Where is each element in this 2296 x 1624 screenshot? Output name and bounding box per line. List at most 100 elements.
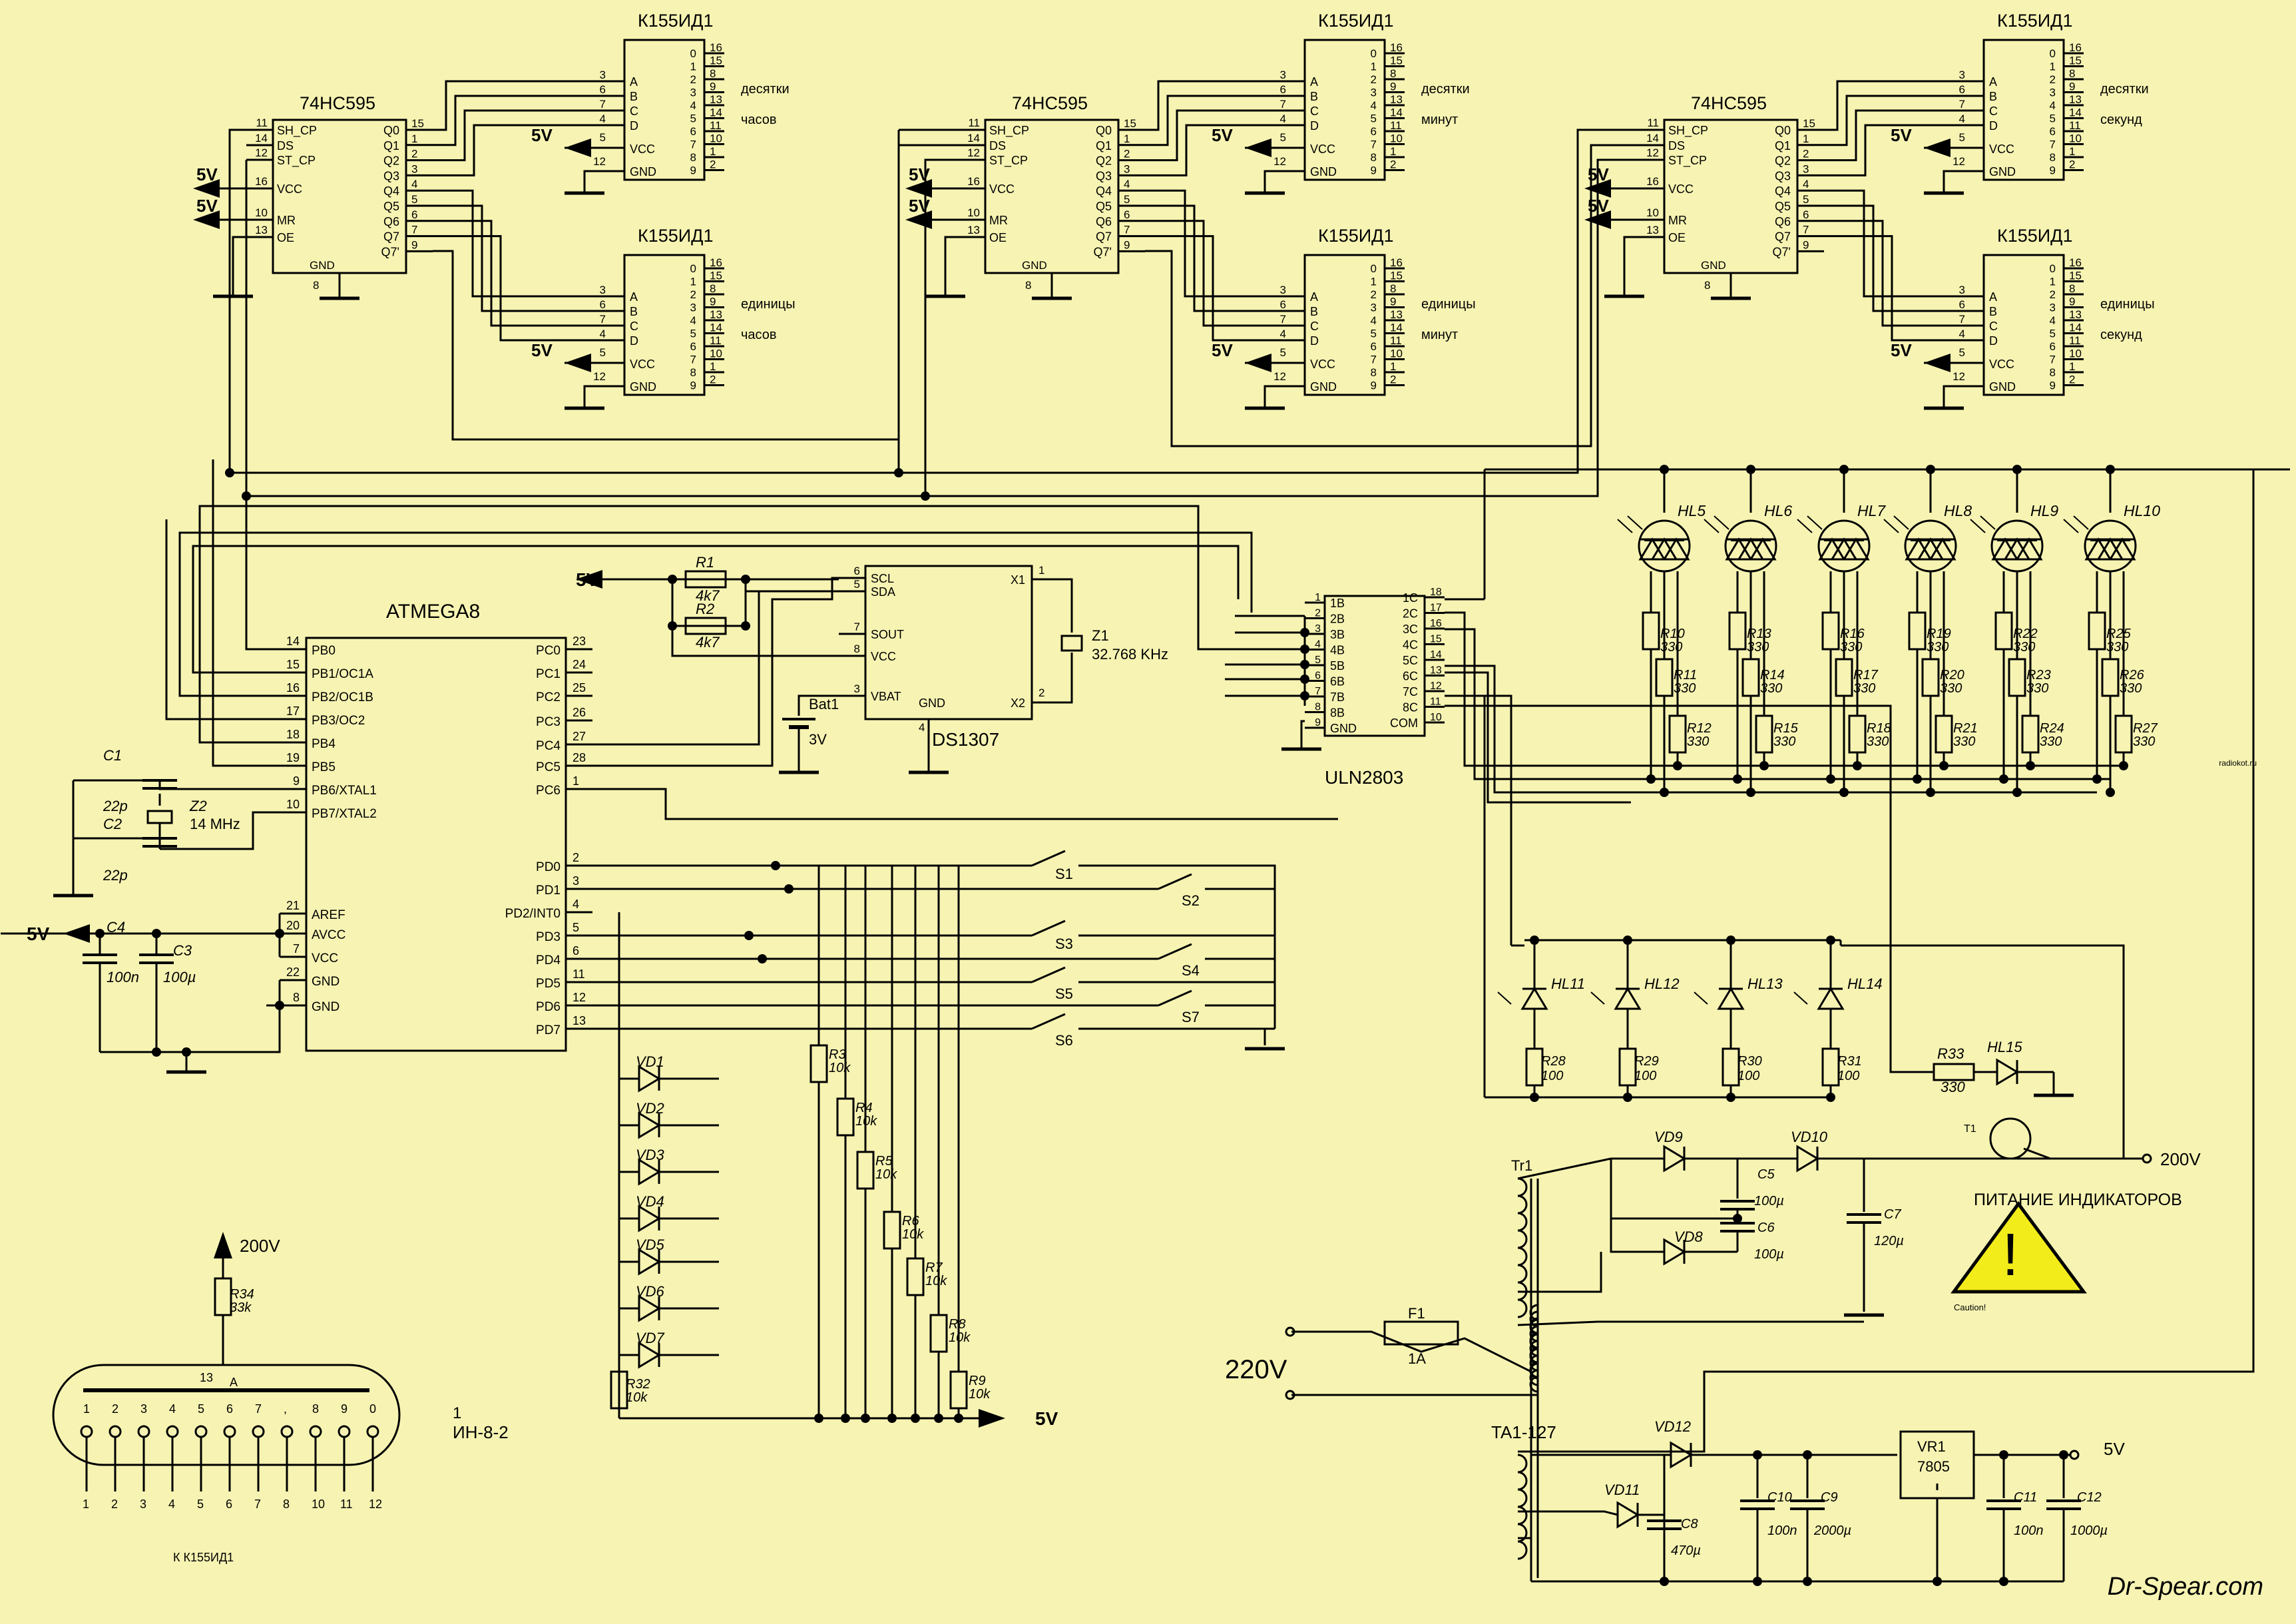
pin-name: VCC: [277, 182, 302, 196]
resistor-ref: R10: [1660, 627, 1685, 641]
pin-number: 2: [111, 1497, 118, 1511]
z1-label: Z1: [1092, 627, 1109, 644]
junction-dot: [1300, 691, 1309, 700]
pin-name: C: [1989, 320, 1998, 333]
rtc-title: DS1307: [932, 729, 999, 750]
pin-name: SCL: [871, 572, 894, 585]
decoder-group-label: десятки: [741, 82, 790, 97]
pin-name: Q5: [1096, 200, 1112, 213]
pin-number: 6: [1959, 83, 1965, 96]
resistor-ref: R23: [2026, 668, 2051, 682]
pin-number: 3: [140, 1497, 146, 1511]
resistor: [1668, 714, 1687, 754]
pin-name: 7C: [1403, 685, 1418, 698]
pin-number: 16: [1390, 256, 1403, 269]
pin-name: GND: [630, 380, 656, 394]
cathode-digit: 1: [83, 1402, 90, 1416]
tube-cathode: [309, 1425, 322, 1438]
resistor: [1642, 611, 1660, 651]
pin-number: 2: [710, 158, 716, 171]
stcp-bus: [245, 158, 1638, 497]
decoder-gnd-wire: [1943, 385, 1984, 408]
pin-name: DS: [277, 139, 294, 152]
decoder-group-label: десятки: [1421, 82, 1470, 97]
pin-name: 9: [2050, 380, 2056, 392]
pin-number: 16: [1390, 41, 1403, 54]
pin-name: A: [630, 75, 638, 89]
tube-cathode: [280, 1425, 294, 1438]
pin-name: 8: [690, 151, 696, 164]
switch-label: S2: [1182, 892, 1200, 909]
junction-dot: [1300, 660, 1309, 669]
pin-name: MR: [989, 214, 1008, 227]
pin-number: 13: [255, 224, 268, 236]
pin-name: VCC: [1989, 358, 2014, 371]
pin-name: A: [1310, 75, 1318, 89]
bus-wire: [1145, 189, 1291, 298]
pin-number: 23: [573, 635, 586, 648]
pin-number: 10: [255, 206, 268, 219]
serial-chain-wire: [433, 144, 959, 441]
pin-number: 9: [1390, 296, 1396, 308]
oe-gnd-wire: [944, 236, 959, 296]
junction-dot: [1826, 936, 1835, 945]
resistor: [1655, 658, 1674, 697]
light-ray: [1807, 515, 1823, 530]
junction-dot: [1660, 1577, 1669, 1586]
pin-name: GND: [1701, 259, 1726, 272]
transformer-coil: [1517, 1488, 1528, 1508]
resistor-ref: R27: [2133, 721, 2158, 736]
rtc-ic: [864, 565, 1033, 720]
pin-name: 9: [690, 164, 696, 177]
pin-name: PC6: [536, 784, 561, 798]
pin-name: 2: [2050, 288, 2056, 301]
c3-label: C3: [173, 942, 192, 959]
resistor-value: 100: [1737, 1069, 1759, 1083]
light-ray: [1704, 519, 1720, 533]
pin-number: 11: [710, 119, 722, 132]
pin-number: 4: [411, 178, 417, 190]
pin-number: 3: [1280, 69, 1286, 81]
pin-name: C: [630, 105, 638, 118]
pin-name: 7: [690, 138, 696, 151]
pulldown-resistor: [836, 1097, 855, 1137]
resistor-ref: R12: [1687, 721, 1712, 736]
pin-name: 8: [2050, 151, 2056, 164]
pin-number: 6: [1959, 298, 1965, 311]
transformer-coil: [1517, 1454, 1528, 1474]
resistor-value: 100: [1634, 1069, 1656, 1083]
decoder-group-label: единицы: [741, 297, 796, 312]
wire: [1518, 469, 2255, 1453]
r34-label: R34: [230, 1287, 254, 1302]
pin-number: 13: [1390, 308, 1403, 321]
pin-number: 4: [573, 898, 579, 911]
pin-number: 11: [1390, 119, 1402, 132]
pin-number: 7: [1280, 313, 1286, 326]
pin-number: 15: [411, 117, 424, 130]
led: [1650, 537, 1678, 561]
pin-name: Q3: [383, 169, 399, 182]
pin-number: 8: [293, 991, 300, 1004]
diode-VD7: [638, 1341, 661, 1369]
separator-led: [1520, 987, 1548, 1010]
pin-number: 10: [1390, 348, 1403, 360]
bus-wire: [433, 204, 611, 312]
fuse-f1: [1383, 1320, 1459, 1346]
pin-number: 4: [1959, 113, 1965, 125]
pin-number: 7: [1315, 686, 1321, 697]
pin-number: 15: [1803, 117, 1815, 130]
pin-name: Q7: [1775, 230, 1791, 244]
resistor-value: 330: [2120, 681, 2142, 696]
pin-name: Q7': [1773, 245, 1791, 258]
pin-number: 16: [967, 175, 980, 188]
resistor-ref: R26: [2120, 668, 2145, 682]
pin-number: 10: [312, 1497, 325, 1511]
tr1-label: Tr1: [1511, 1157, 1532, 1174]
light-ray: [1714, 515, 1729, 530]
pin-number: 11: [968, 117, 980, 129]
pin-name: PD7: [536, 1023, 561, 1037]
pin-name: Q7': [1094, 245, 1112, 258]
r34-resistor: [214, 1277, 232, 1316]
pin-number: 10: [967, 206, 980, 219]
